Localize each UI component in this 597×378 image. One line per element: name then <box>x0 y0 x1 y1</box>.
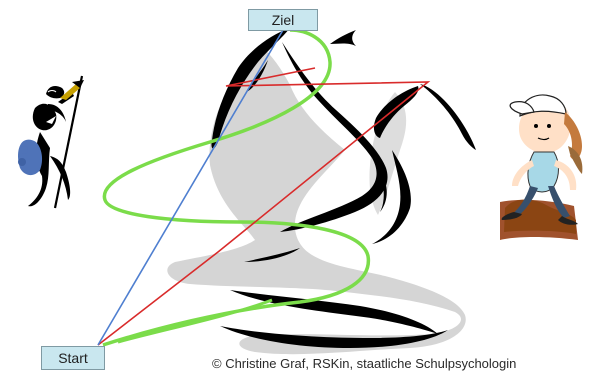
start-label: Start <box>41 346 105 370</box>
copyright-notice: © Christine Graf, RSKin, staatliche Schu… <box>212 356 516 371</box>
goal-label: Ziel <box>248 9 318 31</box>
child-hiker-with-cap-icon <box>500 95 582 240</box>
mountaineer-with-ice-axe-icon <box>18 76 84 208</box>
